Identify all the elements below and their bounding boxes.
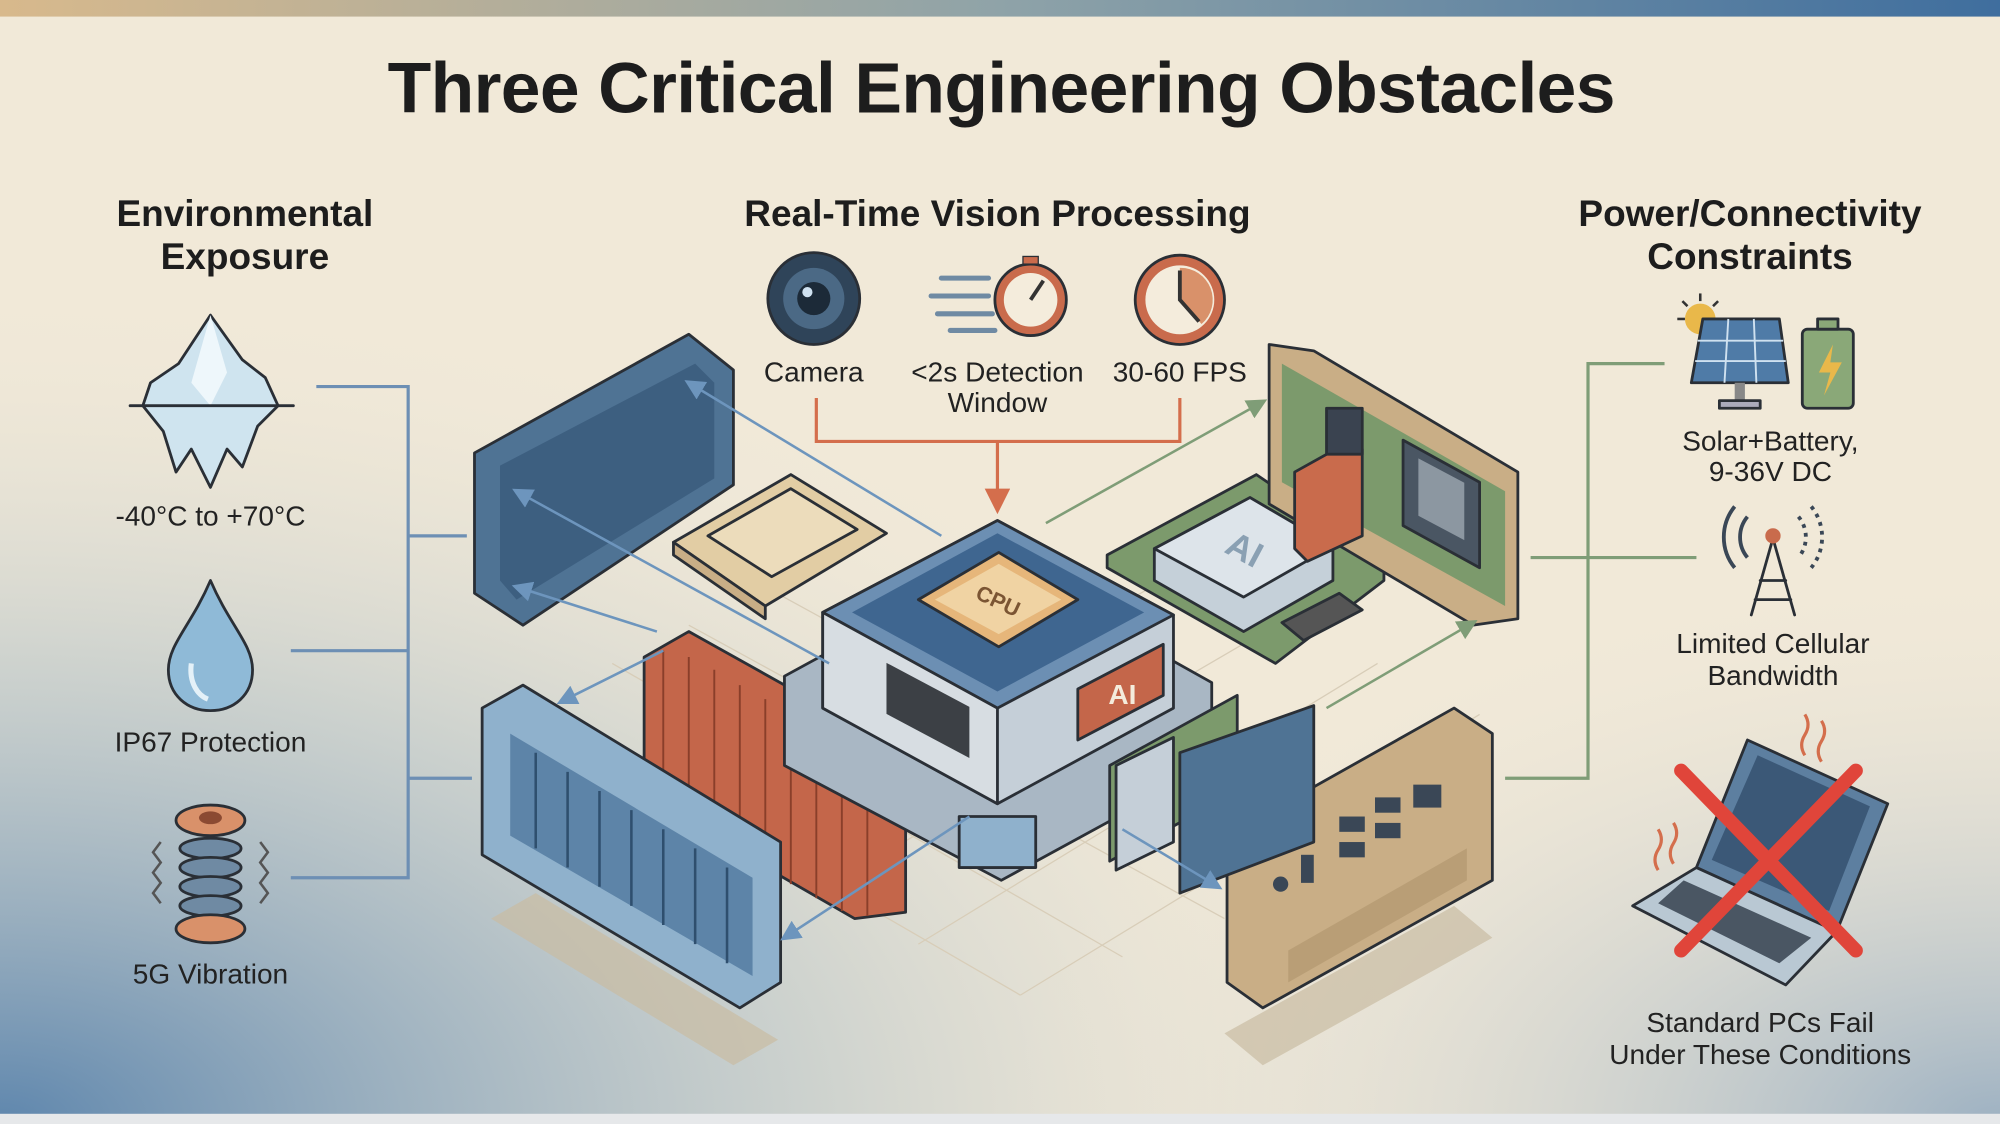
bottom-strip (0, 1113, 2000, 1124)
label-solar-line2: 9-36V DC (1709, 456, 1832, 487)
vibration-spring-icon (151, 803, 270, 945)
top-cover-panel (473, 332, 735, 627)
label-cellular-line1: Limited Cellular (1676, 628, 1869, 659)
label-temperature: -40°C to +70°C (115, 501, 305, 532)
exploded-edge-computer-diagram: AI CPU AI (473, 332, 1520, 1066)
page-title: Three Critical Engineering Obstacles (388, 48, 1615, 128)
thermal-pad (672, 473, 888, 621)
cell-tower-icon (1721, 505, 1825, 617)
label-detection-line1: <2s Detection (911, 356, 1083, 387)
shadow (491, 893, 779, 1066)
ai-badge (1076, 642, 1165, 742)
blue-explosion-arrows (511, 380, 1223, 941)
vision-connector-bracket (814, 398, 1182, 515)
ssd-card (1114, 736, 1175, 872)
stopwatch-icon (928, 255, 1068, 337)
ai-badge-label: AI (1108, 679, 1136, 710)
heading-power-line2: Constraints (1647, 236, 1852, 277)
heading-environmental-line1: Environmental (116, 193, 373, 234)
solar-battery-icon (1677, 293, 1855, 410)
heading-power-line1: Power/Connectivity (1578, 193, 1922, 234)
crossed-laptop-icon (1631, 713, 1890, 987)
finned-enclosure-panel (480, 683, 783, 1010)
power-connector-lines (1505, 362, 1697, 780)
label-standard-pcs-line1: Standard PCs Fail (1646, 1007, 1874, 1038)
motherboard-pcb (1267, 343, 1520, 627)
shadow (1224, 905, 1493, 1066)
gasket-plate (1178, 704, 1316, 895)
label-standard-pcs-line2: Under These Conditions (1609, 1039, 1911, 1070)
label-fps: 30-60 FPS (1113, 356, 1247, 387)
iceberg-icon (128, 313, 295, 489)
top-accent-bar (0, 0, 2000, 17)
heading-environmental-line2: Exposure (161, 236, 330, 277)
label-detection-line2: Window (948, 387, 1048, 418)
camera-icon (766, 251, 862, 346)
environmental-connector-lines (290, 384, 472, 880)
label-camera: Camera (764, 356, 864, 387)
green-explosion-arrows (1045, 399, 1478, 710)
io-port-panel (1225, 706, 1494, 1010)
label-solar-line1: Solar+Battery, (1682, 425, 1858, 456)
label-ip67: IP67 Protection (115, 726, 307, 757)
heading-vision: Real-Time Vision Processing (744, 193, 1250, 234)
label-vibration: 5G Vibration (133, 959, 288, 990)
water-drop-icon (166, 579, 254, 713)
edge-computer-core: AI CPU (783, 519, 1214, 882)
clock-icon (1133, 253, 1226, 346)
label-cellular-line2: Bandwidth (1707, 660, 1838, 691)
